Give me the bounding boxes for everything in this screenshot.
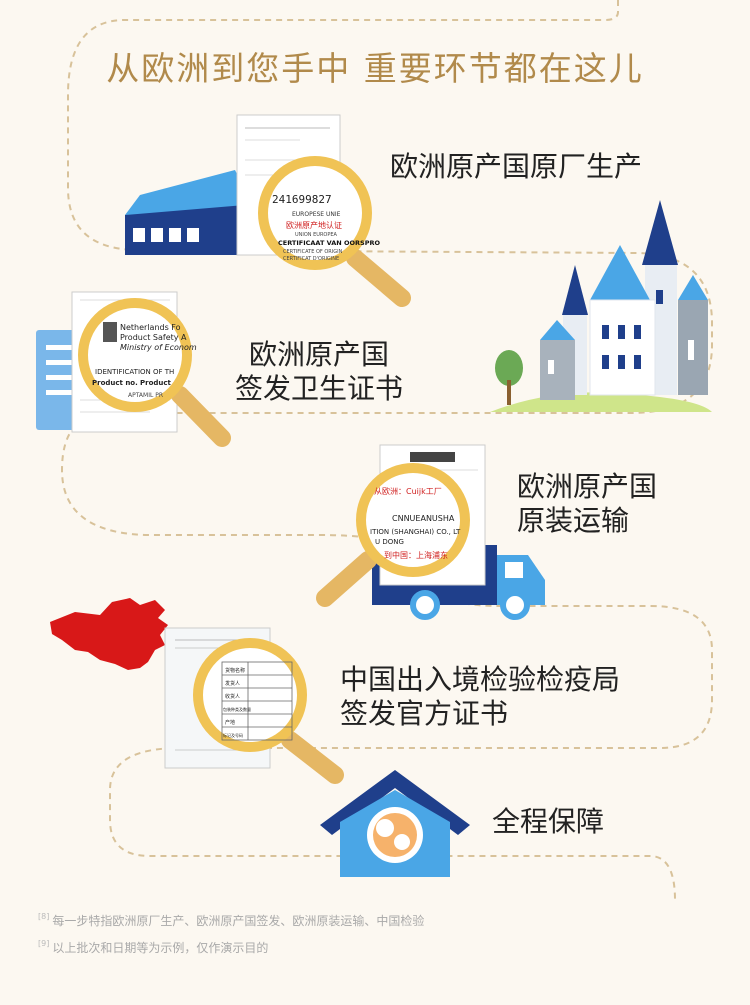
doc4-line: 产地 <box>225 719 235 726</box>
magnifier-icon: Netherlands Fo Product Safety A Ministry… <box>78 298 231 447</box>
house-shield-icon <box>320 770 470 877</box>
step-3-line-1: 欧洲原产国 <box>517 470 658 503</box>
doc1-line: 欧洲原产地认证 <box>286 220 342 230</box>
magnifier-icon: 241699827 EUROPESE UNIE 欧洲原产地认证 UNION EU… <box>258 156 411 307</box>
doc4-line: 发货人 <box>225 680 240 687</box>
doc3-line: 到中国：上海浦东 <box>384 550 448 560</box>
china-map-icon <box>50 598 168 670</box>
footnote-1: [8]每一步特指欧洲原厂生产、欧洲原产国签发、欧洲原装运输、中国检验 <box>38 912 424 929</box>
step-1-text: 欧洲原产国原厂生产 <box>390 150 643 183</box>
step-2-line-1: 欧洲原产国 <box>249 338 390 371</box>
doc3-line: U DONG <box>375 538 404 546</box>
doc1-number-2: 241699827 <box>272 193 332 206</box>
doc1-line: CERTIFICAT D'ORIGINE <box>283 256 339 262</box>
doc1-line: EUROPESE UNIE <box>292 211 341 218</box>
doc4-line: 收货人 <box>225 693 240 700</box>
factory-icon <box>125 170 245 255</box>
doc2-line: Netherlands Fo <box>120 323 181 332</box>
dashed-route-path <box>60 0 713 901</box>
doc2-line: APTAMIL PR <box>128 392 163 399</box>
doc2-line: IDENTIFICATION OF TH <box>95 368 174 376</box>
page-title: 从欧洲到您手中 重要环节都在这儿 <box>106 49 644 88</box>
step-4-line-1: 中国出入境检验检疫局 <box>340 663 621 696</box>
step-1-label: 欧洲原产国原厂生产 <box>390 150 642 184</box>
footnote-1-mark: [8] <box>38 912 50 921</box>
doc3-line: CNNUEANUSHA <box>392 514 455 523</box>
doc2-line: Product Safety A <box>120 333 187 342</box>
doc4-line: 标记及号码 <box>223 732 243 738</box>
step-2-label: 欧洲原产国 签发卫生证书 <box>235 338 403 406</box>
doc2-line: Ministry of Econom <box>120 343 197 352</box>
magnifier-icon: 从欧洲：Cuijk工厂 CNNUEANUSHA ITION (SHANGHAI)… <box>316 463 470 607</box>
footnote-1-text: 每一步特指欧洲原厂生产、欧洲原产国签发、欧洲原装运输、中国检验 <box>52 914 425 928</box>
step-3-label: 欧洲原产国 原装运输 <box>517 470 657 538</box>
doc1-line: CERTIFICATE OF ORIGIN <box>283 249 343 255</box>
step-5-label: 全程保障 <box>492 805 604 839</box>
doc4-line: 包装种类及数量 <box>223 706 251 712</box>
step-5-text: 全程保障 <box>492 805 605 838</box>
castle-icon <box>490 200 712 412</box>
footnote-2-mark: [9] <box>38 939 50 948</box>
doc3-line: 从欧洲：Cuijk工厂 <box>374 486 442 496</box>
footnote-2-text: 以上批次和日期等为示例，仅作演示目的 <box>52 941 269 955</box>
step-4-line-2: 签发官方证书 <box>340 697 509 730</box>
doc1-line: UNION EUROPEA <box>295 232 338 238</box>
doc2-line: Product <box>140 379 172 387</box>
step-2-line-2: 签发卫生证书 <box>235 372 404 405</box>
step-4-label: 中国出入境检验检疫局 签发官方证书 <box>340 663 620 731</box>
doc2-line: Product no. <box>92 379 138 387</box>
doc1-line: CERTIFICAAT VAN OORSPRO <box>278 239 380 247</box>
step-3-line-2: 原装运输 <box>517 504 630 537</box>
footnote-2: [9]以上批次和日期等为示例，仅作演示目的 <box>38 939 268 956</box>
doc3-line: ITION (SHANGHAI) CO., LT <box>370 528 461 536</box>
magnifier-icon: 货物名称 发货人 收货人 包装种类及数量 产地 标记及号码 <box>193 638 344 784</box>
doc4-line: 货物名称 <box>225 667 245 674</box>
